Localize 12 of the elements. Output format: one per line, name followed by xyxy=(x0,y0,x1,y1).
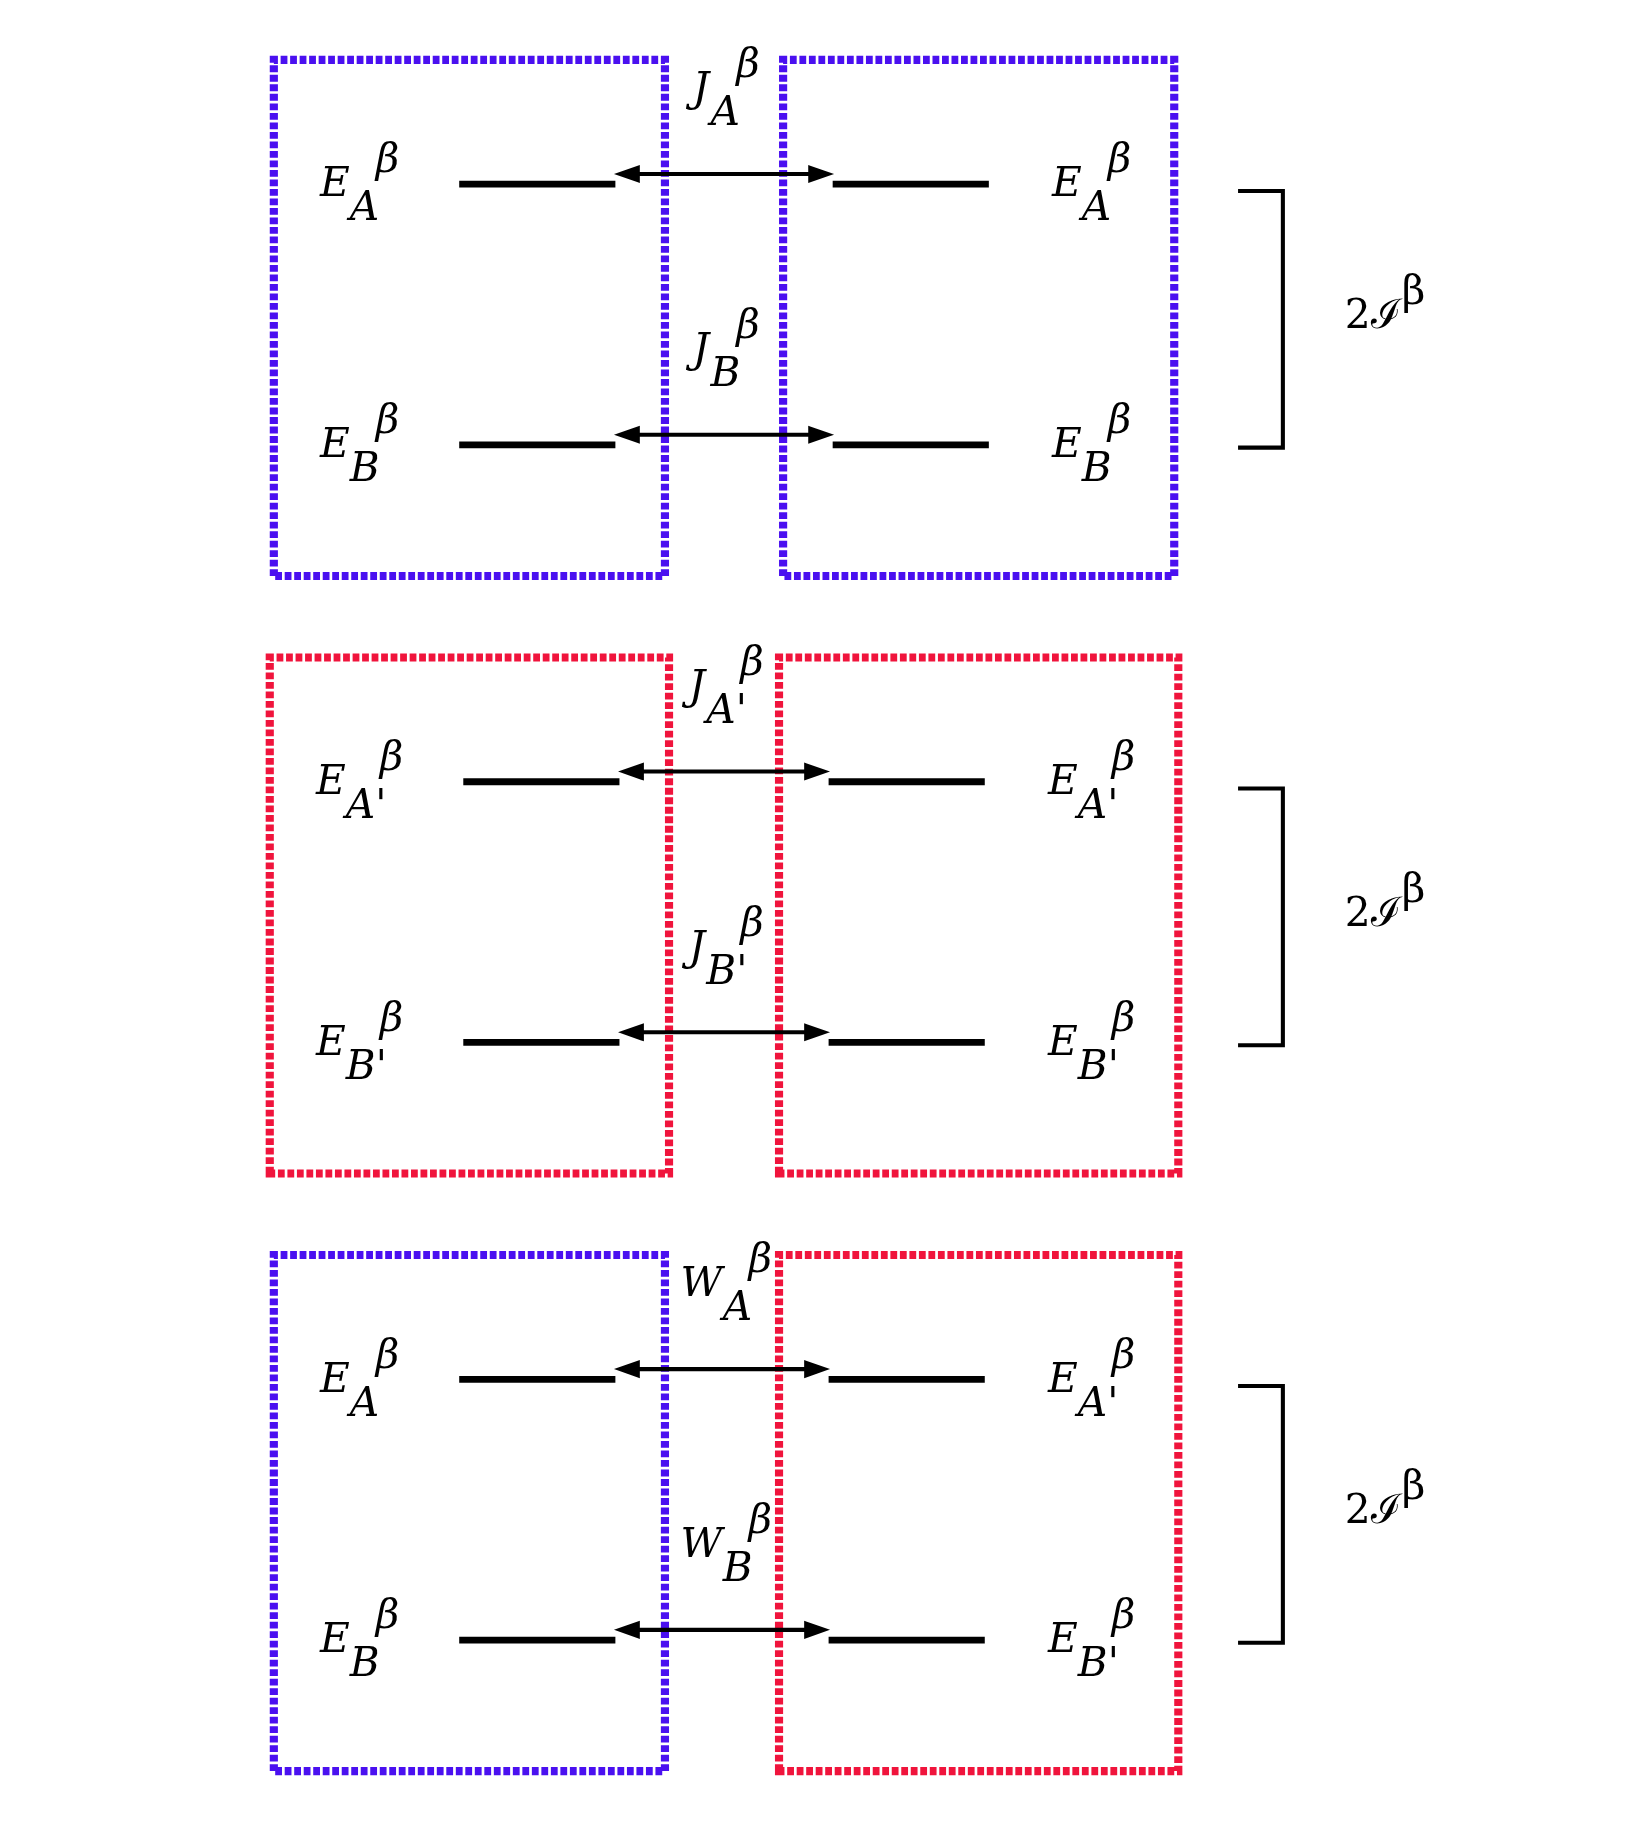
arrow xyxy=(617,762,830,781)
cluster xyxy=(269,55,669,581)
cluster xyxy=(774,1250,1182,1776)
arrow xyxy=(613,1360,830,1379)
cluster xyxy=(269,1250,669,1776)
arrow xyxy=(613,425,834,444)
arrow xyxy=(617,1023,830,1042)
cluster xyxy=(774,653,1182,1178)
cluster xyxy=(778,55,1178,581)
cluster xyxy=(265,653,673,1178)
arrow xyxy=(613,1620,830,1639)
arrow xyxy=(613,164,834,184)
